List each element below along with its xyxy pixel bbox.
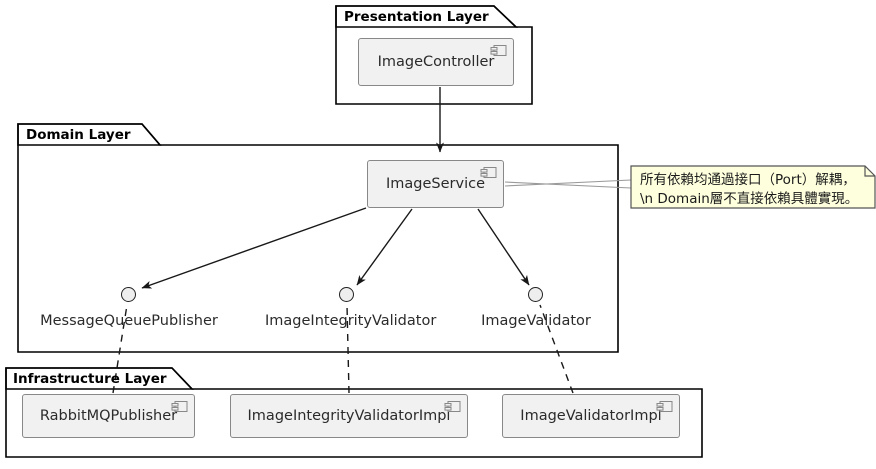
component-label-image-validator-impl: ImageValidatorImpl <box>520 408 662 424</box>
interface-circle-image-integrity-validator[interactable] <box>339 287 354 302</box>
package-title-infrastructure: Infrastructure Layer <box>13 371 167 387</box>
component-label-image-integrity-validator-impl: ImageIntegrityValidatorImpl <box>247 408 451 424</box>
interface-label-image-integrity-validator: ImageIntegrityValidator <box>265 313 437 329</box>
interface-circle-message-queue-publisher[interactable] <box>121 287 136 302</box>
interface-circle-image-validator[interactable] <box>528 287 543 302</box>
component-image-validator-impl[interactable]: ImageValidatorImpl <box>502 394 680 438</box>
package-title-domain: Domain Layer <box>26 127 131 143</box>
edge-service-to-mq-publisher <box>141 207 367 289</box>
component-rabbitmq-publisher[interactable]: RabbitMQPublisher <box>22 394 195 438</box>
component-image-integrity-validator-impl[interactable]: ImageIntegrityValidatorImpl <box>230 394 468 438</box>
component-icon <box>171 401 188 412</box>
note-port-decoupling: 所有依賴均通過接口（Port）解耦，\n Domain層不直接依賴具體實現。 <box>631 166 875 208</box>
edge-service-to-integrity-validator <box>356 208 413 286</box>
interface-label-message-queue-publisher: MessageQueuePublisher <box>40 313 218 329</box>
component-icon <box>444 401 461 412</box>
component-label-image-service: ImageService <box>385 176 485 192</box>
component-image-service[interactable]: ImageService <box>367 160 504 208</box>
component-image-controller[interactable]: ImageController <box>358 38 514 86</box>
component-icon <box>480 167 497 178</box>
component-icon <box>490 45 507 56</box>
note-text: 所有依賴均通過接口（Port）解耦，\n Domain層不直接依賴具體實現。 <box>640 172 859 207</box>
component-label-rabbitmq-publisher: RabbitMQPublisher <box>39 408 178 424</box>
edge-service-to-image-validator <box>477 208 530 286</box>
package-title-presentation: Presentation Layer <box>344 9 489 25</box>
component-icon <box>656 401 673 412</box>
component-label-image-controller: ImageController <box>377 54 495 70</box>
interface-label-image-validator: ImageValidator <box>481 313 591 329</box>
edge-service-to-note <box>504 179 632 189</box>
